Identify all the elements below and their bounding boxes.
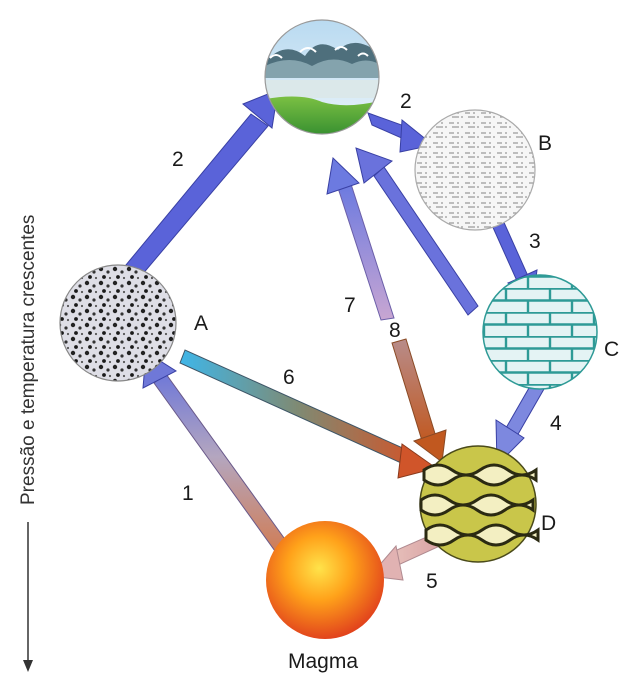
node-c-label: C bbox=[604, 338, 619, 361]
node-a-label: A bbox=[194, 312, 208, 335]
arrow-7-label: 7 bbox=[344, 294, 356, 317]
sediment-landscape-circle bbox=[260, 15, 390, 145]
arrow-2-a-to-sediment bbox=[116, 90, 278, 289]
rock-a-circle bbox=[60, 265, 176, 381]
rock-d-circle bbox=[420, 446, 538, 562]
arrow-6-label: 6 bbox=[283, 366, 295, 389]
arrow-3-label: 3 bbox=[529, 230, 541, 253]
arrow-1-label: 1 bbox=[182, 482, 194, 505]
arrow-8-to-d bbox=[392, 339, 446, 462]
rock-b-circle bbox=[415, 110, 535, 230]
node-b-label: B bbox=[538, 132, 552, 155]
pressure-axis-arrow bbox=[23, 522, 33, 672]
rock-c-circle bbox=[483, 275, 597, 389]
pressure-temperature-axis-label: Pressão e temperatura crescentes bbox=[18, 215, 39, 505]
arrow-1-magma-to-a bbox=[143, 352, 292, 558]
arrow-2-left-label: 2 bbox=[172, 148, 184, 171]
magma-label: Magma bbox=[288, 650, 358, 673]
magma-circle bbox=[266, 521, 384, 639]
arrow-4-label: 4 bbox=[550, 412, 562, 435]
arrow-5-label: 5 bbox=[426, 570, 438, 593]
arrow-2-right-label: 2 bbox=[400, 90, 412, 113]
node-d-label: D bbox=[541, 512, 556, 535]
arrow-8-label: 8 bbox=[389, 319, 401, 342]
